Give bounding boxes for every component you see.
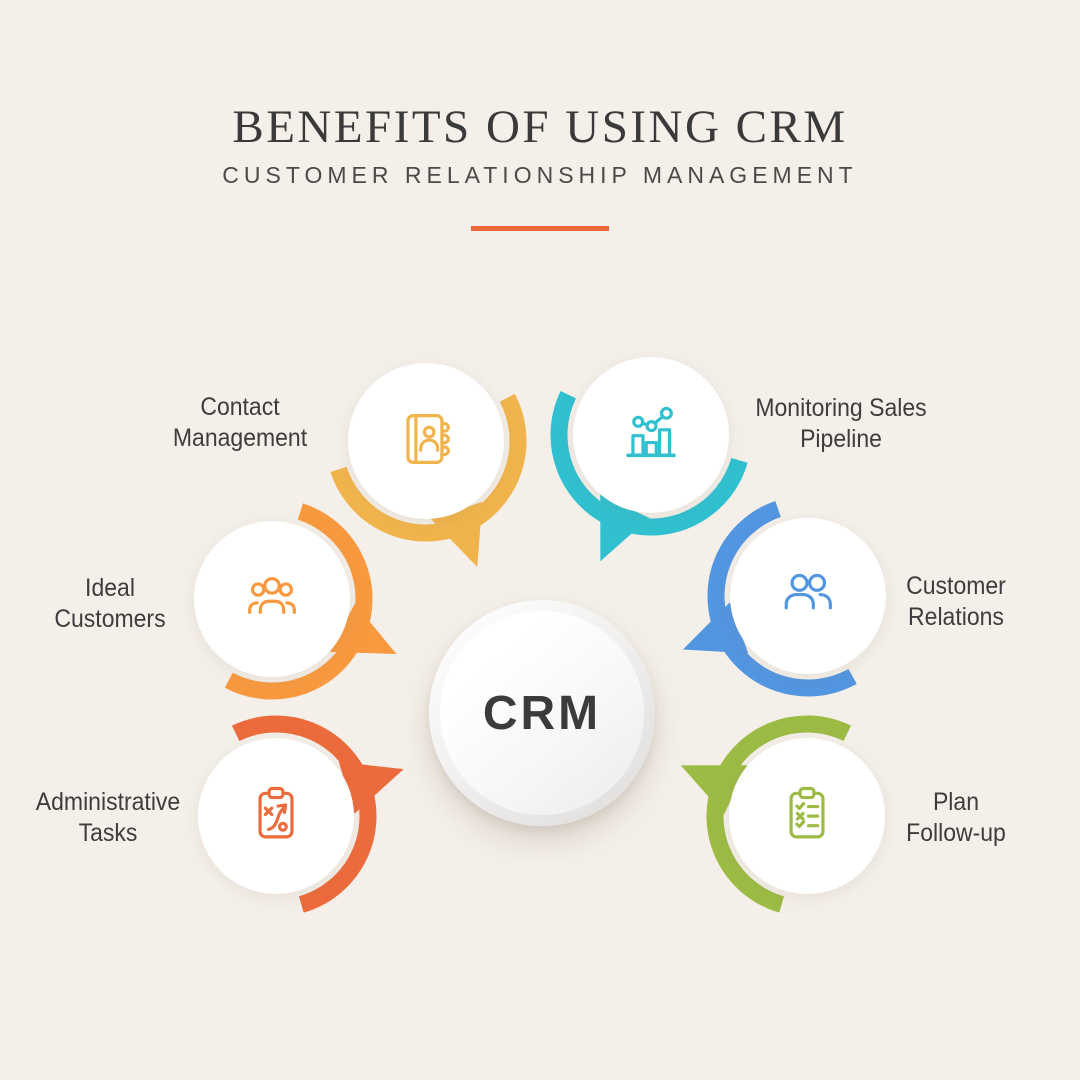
- monitoring-sales-pipeline-bubble: [501, 285, 801, 585]
- contact-management-label: Contact Management: [172, 393, 308, 452]
- speech-ring: [680, 715, 852, 913]
- administrative-tasks-label: Administrative Tasks: [35, 788, 181, 847]
- infographic-title: BENEFITS OF USING CRM: [232, 101, 848, 153]
- crm-label: CRM: [482, 686, 602, 740]
- administrative-tasks-bubble: [126, 666, 426, 966]
- monitoring-sales-pipeline-label: Monitoring Sales Pipeline: [755, 394, 927, 453]
- speech-ring: [330, 393, 527, 567]
- address-book-icon: [406, 414, 450, 464]
- two-people-icon: [784, 573, 832, 610]
- speech-ring: [231, 715, 404, 913]
- crm-center-circle: CRM: [429, 600, 655, 826]
- ideal-customers-bubble: [122, 449, 422, 749]
- strategy-icon: [258, 786, 294, 839]
- speech-ring: [550, 390, 748, 562]
- contact-management-bubble: [276, 291, 576, 591]
- ideal-customers-label: Ideal Customers: [54, 574, 166, 633]
- customer-relations-label: Customer Relations: [906, 572, 1006, 631]
- speech-ring: [224, 503, 397, 700]
- plan-follow-up-bubble: [657, 666, 957, 966]
- customer-relations-bubble: [658, 446, 958, 746]
- title-divider: [471, 226, 609, 231]
- checklist-icon: [789, 786, 825, 839]
- three-people-icon: [248, 577, 296, 614]
- plan-follow-up-label: Plan Follow-up: [906, 788, 1006, 847]
- speech-ring: [682, 500, 857, 697]
- crm-center-inner: CRM: [440, 611, 644, 815]
- infographic-subtitle: CUSTOMER RELATIONSHIP MANAGEMENT: [222, 162, 858, 188]
- sales-chart-icon: [626, 406, 676, 458]
